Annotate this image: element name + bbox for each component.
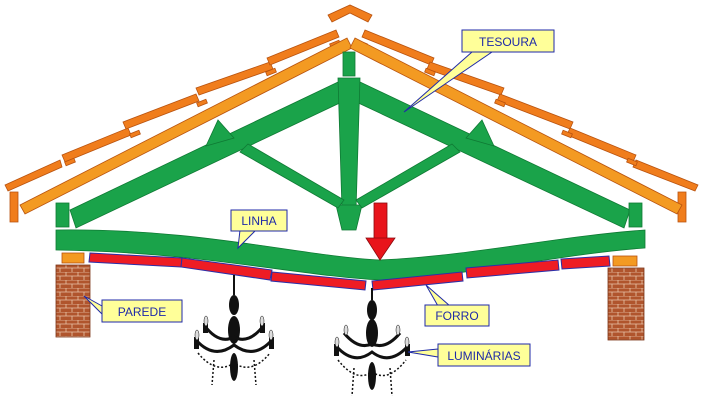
callout-linha: LINHA — [230, 209, 288, 250]
label-linha: LINHA — [241, 214, 276, 228]
label-luminarias: LUMINÁRIAS — [447, 348, 520, 363]
arrow-down-icon — [365, 202, 396, 261]
callout-luminarias: LUMINÁRIAS — [407, 343, 531, 367]
label-parede: PAREDE — [118, 305, 166, 319]
label-tesoura: TESOURA — [479, 35, 537, 49]
ceiling-panels — [88, 252, 611, 291]
wall-pads — [61, 252, 638, 267]
roof-tiles — [4, 4, 699, 223]
callout-tesoura: TESOURA — [403, 29, 555, 113]
brick-walls — [55, 264, 645, 341]
label-forro: FORRO — [435, 309, 478, 323]
chandelier-icon — [334, 288, 410, 397]
callout-forro: FORRO — [424, 284, 490, 327]
rafters — [19, 37, 683, 215]
chandelier-icon — [194, 275, 274, 386]
callout-parede: PAREDE — [83, 295, 183, 323]
truss — [55, 51, 646, 281]
